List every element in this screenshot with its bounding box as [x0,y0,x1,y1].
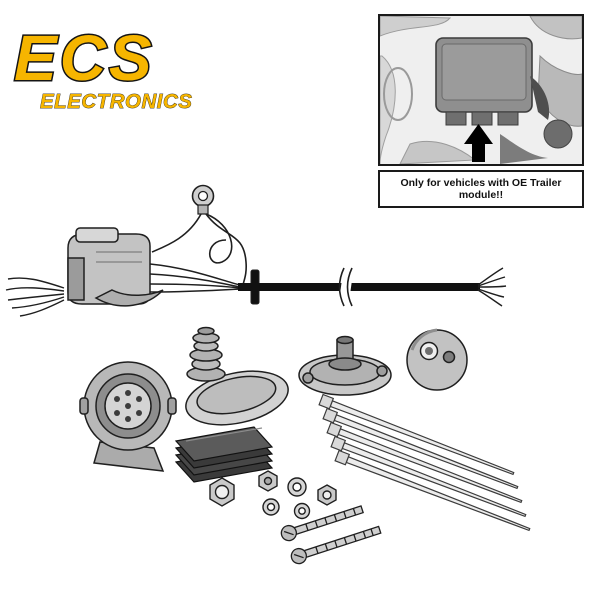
pointer-arrow [464,124,493,162]
socket-pins [114,390,142,422]
brand-logo: ECS ELECTRONICS [6,14,236,118]
towing-socket-7pin [79,361,177,472]
hex-nut-small [317,484,337,506]
brand-name-text: ECS [14,22,155,94]
screws [280,505,382,565]
cable-tie [322,407,519,490]
cable-tie [318,393,515,476]
engine-bay-shape [380,16,452,37]
engine-bay-shape [383,67,413,121]
socket-ear [167,397,177,415]
module-connector [67,227,164,307]
oe-trailer-module [435,37,550,126]
flat-washer [262,498,280,516]
adhesive-pads [174,426,274,483]
socket-ear [79,397,89,415]
mounting-plate-stud [298,335,392,396]
terminal-wires [151,213,247,286]
brand-subtitle-text: ELECTRONICS [40,90,192,113]
notice-caption: Only for vehicles with OE Trailer module… [378,170,584,209]
rubber-grommet [406,328,468,391]
brand-logo-art: ECS ELECTRONICS [13,21,193,114]
frayed-wires-right [477,267,507,307]
wiring-harness [5,184,507,317]
engine-bay-photo [380,16,582,164]
hex-nut-large [209,477,235,507]
flat-washer [293,502,311,520]
module-wire [530,76,550,120]
screw [280,505,364,542]
flat-washer [287,477,307,497]
cable-tie [326,421,523,504]
corrugated-grommet-plate [185,326,289,426]
cable-tie [330,435,527,518]
ring-terminal [191,184,215,215]
corrugated-stem [186,326,226,382]
cable-tie [334,449,531,532]
oe-module-photo [378,14,584,166]
plate-screw [376,365,388,377]
hex-bolt-head [258,470,278,492]
screw [290,525,382,565]
cable-ties [318,393,531,532]
main-cable [238,283,480,291]
harness-wires [149,263,241,293]
cable-break-mark [338,267,354,307]
engine-bay-shape [543,119,573,149]
engine-bay-shape [500,134,548,164]
engine-bay-shape [529,16,582,40]
frayed-wires-left [5,277,65,317]
fasteners [209,470,337,520]
plate-screw [302,372,314,384]
